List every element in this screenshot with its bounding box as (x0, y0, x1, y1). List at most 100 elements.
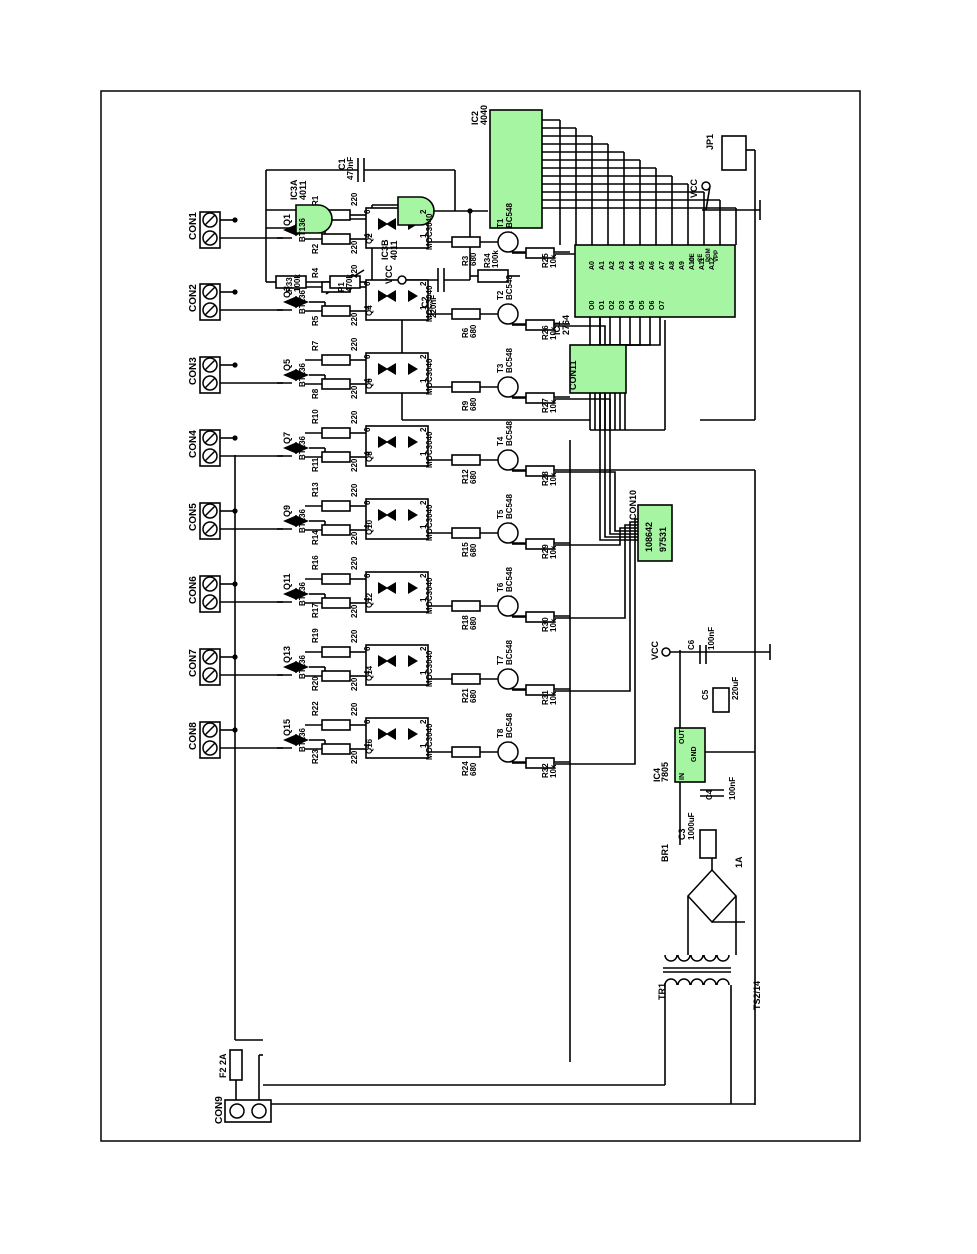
resistor-base (451, 673, 481, 685)
triac-type-1: BT136 (298, 217, 307, 242)
resistor-pull (525, 319, 555, 331)
base-res-ref: R18 (461, 615, 470, 630)
opto-pin: 4 (363, 451, 372, 456)
opto-diac (378, 363, 388, 375)
transformer-coil (690, 978, 704, 986)
screw-slot (204, 596, 216, 608)
ic1-addr-pin: A12 (709, 257, 716, 270)
base-res-ref: R15 (461, 542, 470, 557)
transformer-coil (703, 954, 717, 962)
c5-label: C5 (701, 689, 710, 700)
transistor-5 (497, 522, 519, 544)
gate-res-a-val: 220 (350, 264, 359, 278)
screw-slot (204, 232, 216, 244)
transformer-coil (677, 954, 691, 962)
resistor-pull (525, 684, 555, 696)
resistor-base (451, 308, 481, 320)
triac-type-8: BT136 (298, 727, 307, 752)
optotriac-3 (365, 352, 429, 394)
base-res-ref: R24 (461, 761, 470, 776)
resistor-gate-b (321, 305, 351, 317)
resistor-r34 (477, 269, 509, 283)
ic1-ctrl-pin: CE (698, 254, 704, 262)
transistor-type-4: BC548 (505, 421, 514, 446)
transistor-6 (497, 595, 519, 617)
gate-res-a-val: 220 (350, 629, 359, 643)
pull-res-ref: R28 (541, 471, 550, 486)
transistor-ref-8: T8 (496, 728, 505, 738)
connector-label-3: CON3 (188, 357, 199, 385)
gate-res-b-val: 220 (350, 531, 359, 545)
opto-diac (378, 436, 388, 448)
opto-diac (386, 655, 396, 667)
resistor-gate-a (321, 427, 351, 439)
optotriac-2 (365, 279, 429, 321)
opto-pin: 4 (363, 305, 372, 310)
screw-slot (204, 432, 216, 444)
c4-value: 100nF (728, 777, 737, 800)
opto-pin: 6 (363, 573, 372, 578)
opto-pin: 4 (363, 233, 372, 238)
gate-res-b-val: 220 (350, 677, 359, 691)
opto-pin: 1 (419, 451, 428, 456)
ic4-pin-in: IN (679, 773, 686, 780)
pull-res-ref: R30 (541, 617, 550, 632)
screw-terminal (229, 1103, 245, 1119)
pull-res-ref: R27 (541, 398, 550, 413)
opto-ref-5: Q10 (365, 519, 374, 535)
screw-slot (204, 724, 216, 736)
resistor-pull (525, 465, 555, 477)
resistor-base (451, 381, 481, 393)
connector-label-4: CON4 (188, 430, 199, 458)
transistor-ref-5: T5 (496, 509, 505, 519)
gate-res-b-val: 220 (350, 458, 359, 472)
base-res-ref: R9 (461, 400, 470, 411)
opto-type-6: MOC3040 (425, 577, 434, 614)
pull-res-ref: R31 (541, 690, 550, 705)
triac-symbol (295, 515, 309, 527)
resistor-gate-a (321, 354, 351, 366)
opto-pin: 6 (363, 354, 372, 359)
transistor-ref-6: T6 (496, 582, 505, 592)
gate-res-a-ref: R16 (311, 555, 320, 570)
ic3a-type: 4011 (298, 180, 308, 200)
junction-dot (232, 727, 238, 733)
gate-res-a-val: 220 (350, 410, 359, 424)
base-res-val: 680 (469, 689, 478, 703)
resistor-gate-a (321, 719, 351, 731)
ic4-7805 (674, 727, 706, 783)
ic1-addr-pin: A5 (639, 261, 646, 270)
triac-symbol (295, 661, 309, 673)
opto-pin: 6 (363, 427, 372, 432)
tr1-type: TS2/14 (752, 981, 762, 1010)
c2-label: C2 (420, 296, 430, 308)
connector-label-8: CON8 (188, 722, 199, 750)
ic1-addr-pin: A8 (669, 261, 676, 270)
pull-res-val: 10k (549, 691, 558, 705)
opto-ref-8: Q16 (365, 738, 374, 754)
c6-value: 100nF (707, 627, 716, 650)
triac-type-7: BT136 (298, 654, 307, 679)
screw-slot (204, 359, 216, 371)
resistor-base (451, 527, 481, 539)
ic4-pin-out: OUT (679, 729, 686, 745)
opto-ref-6: Q12 (365, 592, 374, 608)
ic1-data-pin: O7 (659, 301, 666, 310)
opto-led (408, 582, 418, 594)
junction-dot (232, 217, 238, 223)
opto-pin: 2 (419, 646, 428, 651)
ic1-ctrl-pin: OE (690, 253, 696, 262)
con10 (637, 504, 673, 562)
triac-ref-8: Q15 (282, 719, 292, 736)
data-line (555, 471, 638, 532)
br1-value: 1A (734, 856, 744, 868)
p1-label: P1 (337, 282, 346, 292)
gate-res-a-ref: R19 (311, 628, 320, 643)
resistor-gate-b (321, 524, 351, 536)
c5-value: 220uF (731, 677, 740, 700)
resistor-gate-b (321, 670, 351, 682)
opto-pin: 1 (419, 743, 428, 748)
base-res-ref: R3 (461, 255, 470, 266)
ic2-4040 (489, 109, 543, 229)
